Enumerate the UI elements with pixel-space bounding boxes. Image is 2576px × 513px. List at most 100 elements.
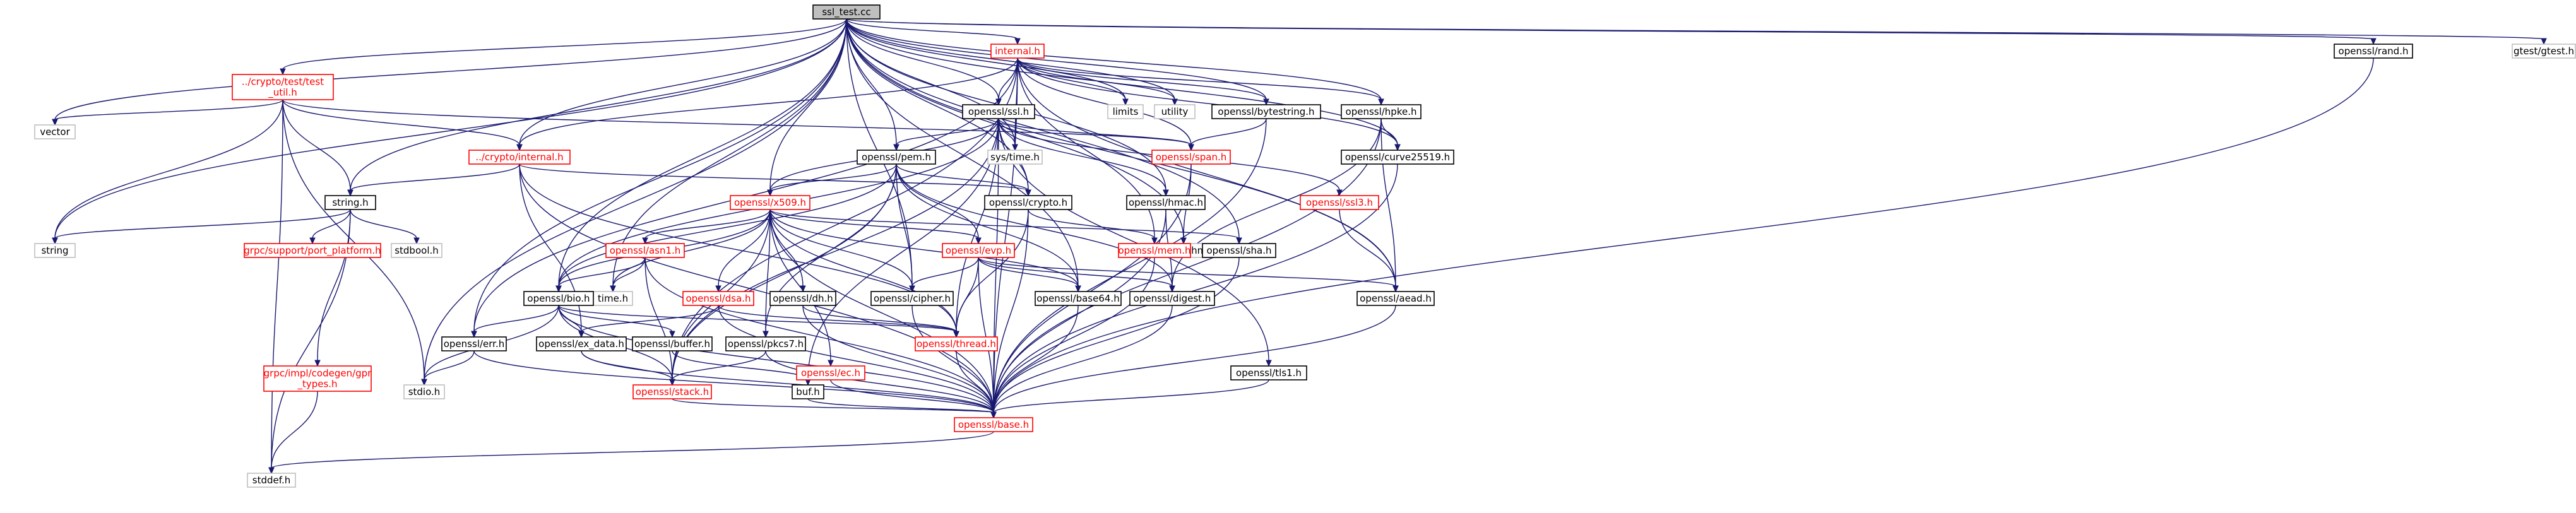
node-string-h[interactable]: string.h [324,195,376,210]
node-box [1202,243,1276,258]
edge-root-to-rand_h [846,18,2377,45]
node-cipher-h[interactable]: openssl/cipher.h [870,291,954,306]
node-box [1151,150,1231,165]
node-label: ssl_test.cc [822,6,870,18]
node-root[interactable]: ssl_test.cc [812,4,881,20]
node-label: openssl/buffer.h [634,338,710,350]
node-box [1230,365,1307,380]
edge-x509_h-to-dsa_h [715,209,771,293]
node-digest-h[interactable]: openssl/digest.h [1129,291,1215,306]
edge-evp_h-to-base64_h [978,257,1081,293]
node-pem-h[interactable]: openssl/pem.h [857,150,936,165]
node-buffer-h[interactable]: openssl/buffer.h [632,336,713,351]
edge-root-to-vector [52,18,847,126]
node-gtest: gtest/gtest.h [2512,44,2576,59]
node-box [870,291,954,306]
node-curve25519[interactable]: openssl/curve25519.h [1341,150,1454,165]
node-ssl3-h[interactable]: openssl/ssl3.h [1300,195,1379,210]
node-box [605,243,685,258]
node-x509-h[interactable]: openssl/x509.h [730,195,810,210]
node-sha-h[interactable]: openssl/sha.h [1202,243,1276,258]
edge-crypto_internal-to-string_h [347,163,520,197]
node-port-platform[interactable]: grpc/support/port_platform.h [244,243,381,258]
node-rand-h[interactable]: openssl/rand.h [2334,44,2413,59]
node-box [1035,291,1122,306]
node-label: stddef.h [252,475,290,486]
node-label: openssl/aead.h [1360,293,1432,304]
node-base64-h[interactable]: openssl/base64.h [1035,291,1122,306]
node-dh-h[interactable]: openssl/dh.h [769,291,836,306]
node-box [730,195,810,210]
node-span-h[interactable]: openssl/span.h [1151,150,1231,165]
node-ssl-h[interactable]: openssl/ssl.h [962,104,1035,119]
edge-root-to-crypto_test_util [280,18,847,76]
node-box [769,291,836,306]
node-crypto-internal[interactable]: ../crypto/internal.h [468,150,571,165]
node-utility: utility [1154,104,1196,119]
node-err-h[interactable]: openssl/err.h [441,336,507,351]
node-ec-h[interactable]: openssl/ec.h [796,365,865,380]
node-box [915,336,998,351]
node-box [942,243,1015,258]
node-box [987,150,1043,165]
node-label: grpc/impl/codegen/gpr [264,368,372,379]
node-hpke-h[interactable]: openssl/hpke.h [1341,104,1422,119]
edge-pem_h-to-digest_h [896,163,1175,293]
node-label: limits [1113,106,1139,117]
node-crypto-test-util[interactable]: ../crypto/test/test_util.h [232,74,334,100]
node-buf-h[interactable]: buf.h [792,384,824,399]
node-box [990,44,1045,59]
node-thread-h[interactable]: openssl/thread.h [915,336,998,351]
node-box [1129,291,1215,306]
edge-pem_h-to-crypto_h [896,163,1031,197]
node-label: _types.h [297,379,337,391]
edge-evp_h-to-aead_h [978,257,1399,293]
node-mem-h[interactable]: openssl/mem.h [1118,243,1191,258]
node-box [34,124,76,139]
node-label: openssl/evp.h [946,245,1011,256]
node-tls1-h[interactable]: openssl/tls1.h [1230,365,1307,380]
node-box [1107,104,1144,119]
node-label: buf.h [796,386,820,398]
edge-base64_h-to-base_h [990,305,1079,419]
node-box [682,291,754,306]
edge-bio_h-to-buffer_h [558,305,675,338]
edge-crypto_test_util-to-string [52,99,283,245]
edge-x509_h-to-pkcs7_h [763,209,771,338]
node-ex-data-h[interactable]: openssl/ex_data.h [536,336,627,351]
node-pkcs7-h[interactable]: openssl/pkcs7.h [725,336,806,351]
node-label: openssl/hmac.h [1129,197,1203,208]
node-gpr-types[interactable]: grpc/impl/codegen/gpr_types.h [263,365,372,392]
node-asn1-h[interactable]: openssl/asn1.h [605,243,685,258]
node-stddef-h: stddef.h [247,473,296,488]
node-box [1154,104,1196,119]
node-bytestring-h[interactable]: openssl/bytestring.h [1211,104,1321,119]
node-limits: limits [1107,104,1144,119]
node-box [403,384,445,399]
edge-ssl_h-to-pem_h [893,118,999,151]
edge-tls1_h-to-base_h [990,379,1269,419]
node-crypto-h[interactable]: openssl/crypto.h [984,195,1072,210]
node-label: openssl/sha.h [1206,245,1271,256]
edge-evp_h-to-thread_h [953,257,979,338]
node-evp-h[interactable]: openssl/evp.h [942,243,1015,258]
node-bio-h[interactable]: openssl/bio.h [523,291,594,306]
node-label: openssl/cipher.h [874,293,951,304]
node-label: openssl/ec.h [801,367,860,379]
node-stack-h[interactable]: openssl/stack.h [632,384,712,399]
node-label: utility [1161,106,1189,117]
edge-root-to-x509_h [767,18,847,197]
node-hmac-h[interactable]: openssl/hmac.h [1126,195,1206,210]
node-aead-h[interactable]: openssl/aead.h [1356,291,1435,306]
node-label: gtest/gtest.h [2514,45,2574,57]
edge-crypto_internal-to-thread_h [519,163,959,338]
node-internal-h[interactable]: internal.h [990,44,1045,59]
edge-bio_h-to-err_h [471,305,559,338]
edge-root-to-bytestring_h [846,18,1269,106]
edge-pem_h-to-x509_h [767,163,897,197]
node-base-h[interactable]: openssl/base.h [954,417,1033,432]
node-label: openssl/ex_data.h [538,338,624,350]
edge-x509_h-to-evp_h [769,209,982,245]
node-dsa-h[interactable]: openssl/dsa.h [682,291,754,306]
